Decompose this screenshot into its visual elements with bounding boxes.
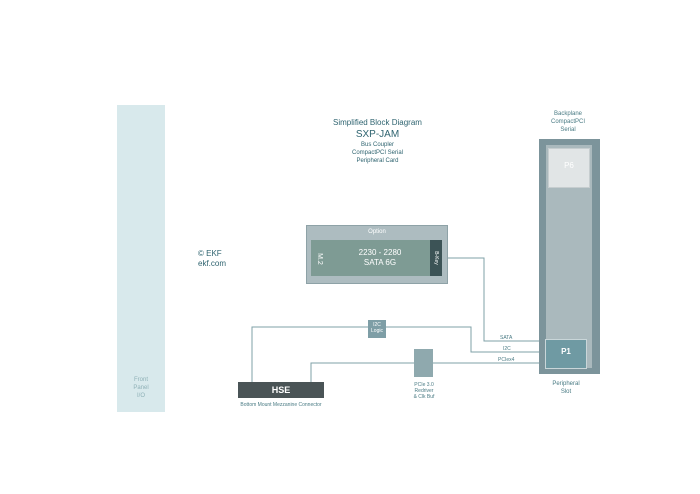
- front-panel-line2: Panel: [133, 385, 149, 391]
- signal-pcie-label: PCIex4: [498, 357, 515, 363]
- i2c-logic-label: I2C Logic: [366, 322, 388, 334]
- signal-i2c-label: I2C: [503, 346, 511, 352]
- copyright-line2: ekf.com: [198, 259, 227, 268]
- pcie-redriver-caption: PCIe 3.0 Redriver & Clk Buf: [406, 382, 442, 400]
- wire-sata: [442, 257, 545, 342]
- m2-connector-label: M.2: [316, 253, 323, 265]
- title-line5: Peripheral Card: [356, 158, 399, 164]
- b-key-label: B-Key: [433, 251, 439, 265]
- pcie-redriver-line3: & Clk Buf: [413, 394, 435, 400]
- diagram-title: Simplified Block Diagram SXP-JAM Bus Cou…: [300, 117, 455, 165]
- backplane-label: Backplane CompactPCI Serial: [538, 110, 598, 134]
- signal-sata-label: SATA: [500, 335, 513, 341]
- hse-caption: Bottom Mount Mezzanine Connector: [240, 402, 322, 408]
- m2-interface: SATA 6G: [363, 258, 397, 267]
- i2c-logic-block: [368, 320, 386, 338]
- front-panel-line1: Front: [133, 377, 148, 383]
- copyright-line1: © EKF: [198, 249, 222, 258]
- front-panel-label: Front Panel I/O: [117, 376, 165, 400]
- title-line3: Bus Coupler: [360, 142, 395, 148]
- p6-label: P6: [564, 161, 574, 170]
- wire-hse-i2c: [251, 326, 368, 382]
- i2c-logic-line1: I2C: [373, 322, 381, 328]
- copyright: © EKF ekf.com: [198, 249, 226, 269]
- title-line1: Simplified Block Diagram: [333, 118, 422, 127]
- backplane-line2: CompactPCI: [550, 119, 585, 125]
- hse-connector: [238, 382, 324, 398]
- p6-connector: [548, 148, 590, 188]
- front-panel-line3: I/O: [136, 393, 145, 399]
- backplane-line3: Serial: [560, 127, 576, 133]
- wire-hse-pcie: [310, 362, 414, 382]
- m2-size: 2230 - 2280: [358, 248, 402, 257]
- peripheral-slot-line1: Peripheral: [552, 381, 580, 387]
- m2-module: [311, 240, 442, 276]
- front-panel: [117, 105, 165, 412]
- pcie-redriver-line1: PCIe 3.0: [414, 382, 434, 388]
- title-product: SXP-JAM: [355, 129, 400, 140]
- backplane-line1: Backplane: [553, 111, 583, 117]
- hse-label: HSE: [271, 385, 291, 395]
- option-header: Option: [368, 229, 386, 235]
- title-line4: CompactPCI Serial: [351, 150, 404, 156]
- p1-connector: [545, 339, 587, 369]
- i2c-logic-line2: Logic: [371, 328, 383, 334]
- peripheral-slot-label: Peripheral Slot: [545, 380, 587, 396]
- peripheral-slot-line2: Slot: [560, 389, 572, 395]
- pcie-redriver-block: [414, 349, 433, 377]
- p1-label: P1: [561, 347, 571, 356]
- b-key-connector: [430, 240, 442, 276]
- pcie-redriver-line2: Redriver: [414, 388, 434, 394]
- wire-i2c-p1: [386, 326, 545, 353]
